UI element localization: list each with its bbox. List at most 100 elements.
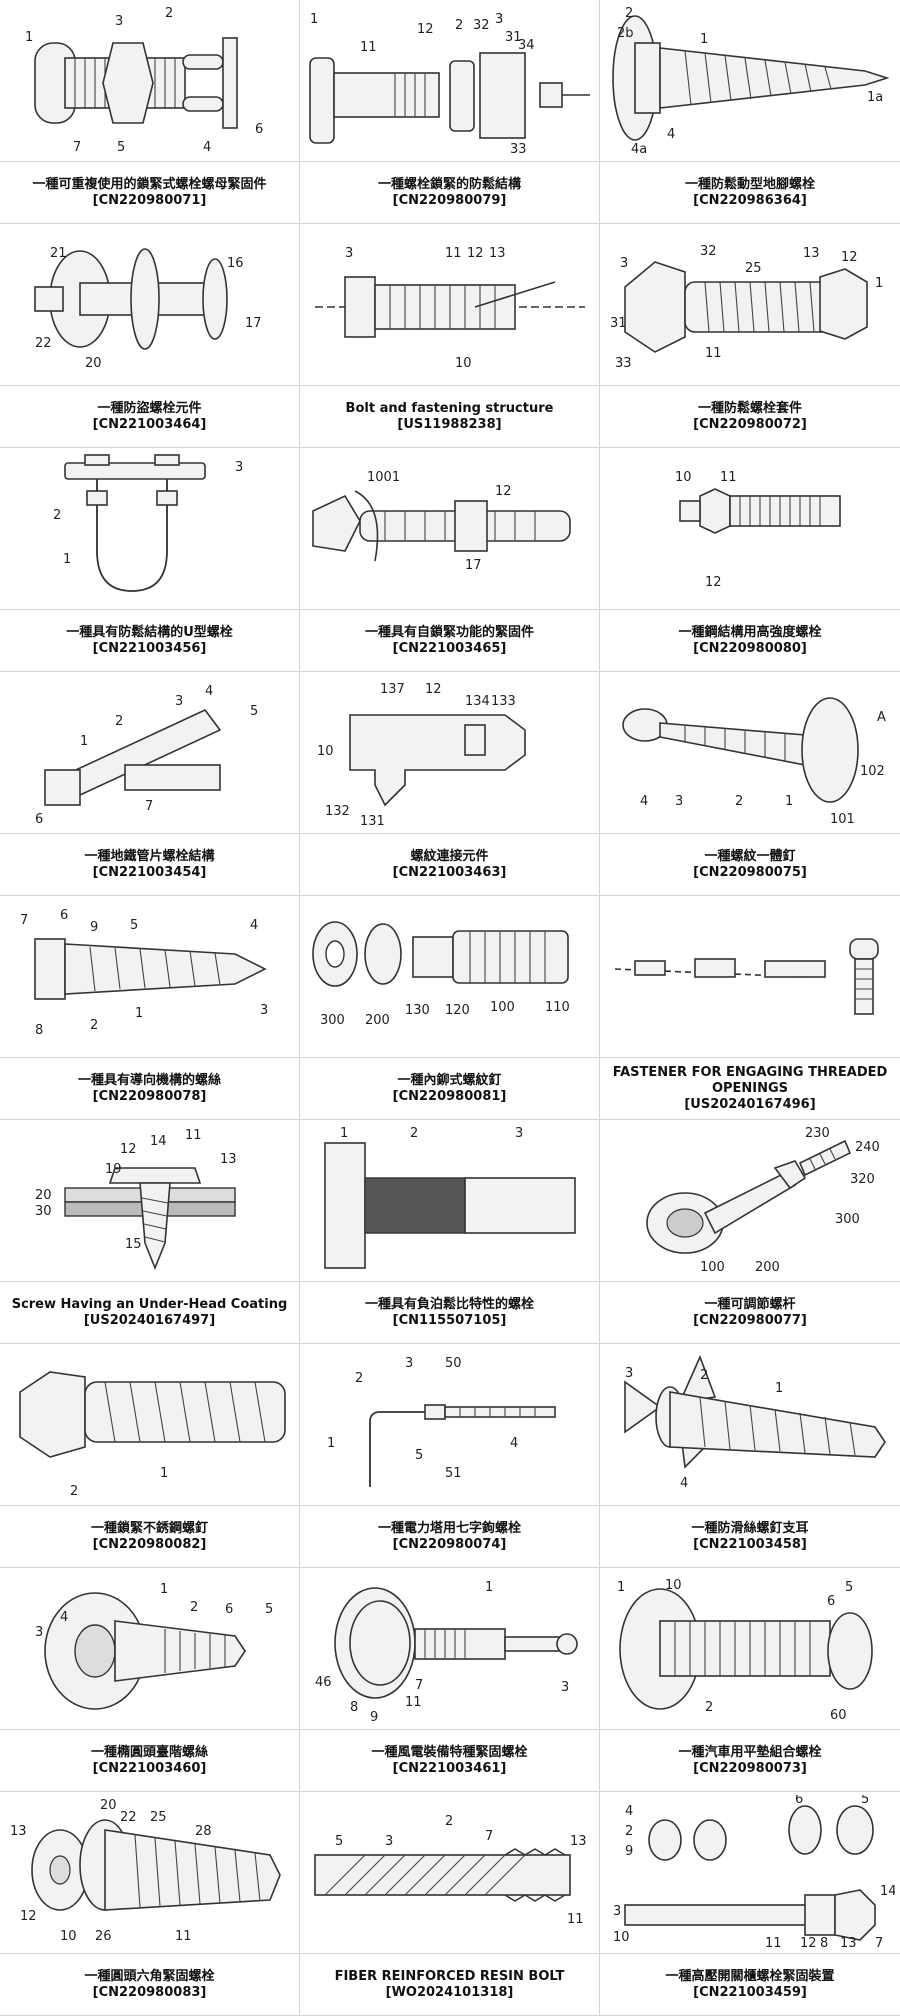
callout: 6 xyxy=(795,1795,803,1807)
callout: 3 xyxy=(561,1680,569,1695)
patent-caption: 一種圓頭六角緊固螺栓 [CN220980083] xyxy=(0,1954,299,2015)
callout: 25 xyxy=(150,1810,167,1825)
callout: 3 xyxy=(620,256,628,271)
patent-number: [US20240167496] xyxy=(684,1097,815,1113)
callout: 1 xyxy=(160,1582,168,1597)
callout: 10 xyxy=(665,1578,682,1593)
callout: 12 xyxy=(841,250,858,265)
callout: 7 xyxy=(485,1829,493,1844)
patent-card[interactable]: A 102 4 3 2 1 101 一種螺紋一體釘 [CN220980075] xyxy=(600,672,900,896)
patent-card[interactable]: 3 2 1 一種具有防鬆結構的U型螺栓 [CN221003456] xyxy=(0,448,300,672)
patent-card[interactable]: 1 2 3 4 5 6 7 一種可重複使用的鎖緊式螺栓螺母緊固件 [CN2209… xyxy=(0,0,300,224)
callout: 1 xyxy=(617,1580,625,1595)
patent-card[interactable]: 21 22 16 17 20 一種防盜螺栓元件 [CN221003464] xyxy=(0,224,300,448)
patent-title: 一種防鬆螺栓套件 xyxy=(698,401,802,417)
patent-card[interactable]: FASTENER FOR ENGAGING THREADED OPENINGS … xyxy=(600,896,900,1120)
callout: 1 xyxy=(310,12,318,27)
patent-title: 一種具有防鬆結構的U型螺栓 xyxy=(66,625,233,641)
patent-card[interactable]: 3 11 12 13 10 Bolt and fastening structu… xyxy=(300,224,600,448)
callout: 11 xyxy=(445,246,462,261)
patent-card[interactable]: 12 14 11 13 19 20 30 15 Screw Having an … xyxy=(0,1120,300,1344)
callout: 1 xyxy=(25,30,33,45)
patent-drawing: 230 240 320 300 100 200 xyxy=(600,1120,900,1282)
patent-card[interactable]: 10 11 12 一種鋼結構用高強度螺栓 [CN220980080] xyxy=(600,448,900,672)
patent-card[interactable]: 300 200 130 120 100 110 一種內鉚式螺紋釘 [CN2209… xyxy=(300,896,600,1120)
patent-title: 一種螺紋一體釘 xyxy=(704,849,795,865)
patent-number: [CN221003461] xyxy=(393,1761,507,1777)
patent-drawing: 137 12 134 133 10 132 131 xyxy=(300,672,599,834)
patent-caption: Screw Having an Under-Head Coating [US20… xyxy=(0,1282,299,1343)
patent-card[interactable]: 4 2 9 6 5 14 3 10 11 12 8 13 7 一種高壓開關櫃螺栓… xyxy=(600,1792,900,2016)
callout: 2 xyxy=(115,714,123,729)
callout: 12 xyxy=(800,1936,817,1950)
callout: 4a xyxy=(631,142,647,157)
patent-card[interactable]: 137 12 134 133 10 132 131 螺紋連接元件 [CN2210… xyxy=(300,672,600,896)
callout: 2 xyxy=(735,794,743,809)
patent-number: [US20240167497] xyxy=(84,1313,215,1329)
patent-number: [CN220980078] xyxy=(93,1089,207,1105)
callout: 13 xyxy=(10,1824,27,1839)
patent-title: 一種風電裝備特種緊固螺栓 xyxy=(371,1745,527,1761)
patent-title: 一種螺栓鎖緊的防鬆結構 xyxy=(378,177,521,193)
callout: 6 xyxy=(255,122,263,137)
callout: 1 xyxy=(785,794,793,809)
patent-caption: 一種防鬆動型地腳螺栓 [CN220986364] xyxy=(600,162,900,223)
patent-caption: 一種地鐵管片螺栓結構 [CN221003454] xyxy=(0,834,299,895)
callout: 5 xyxy=(845,1580,853,1595)
callout: 4 xyxy=(250,918,258,933)
patent-card[interactable]: 3 32 25 13 12 31 33 11 1 一種防鬆螺栓套件 [CN220… xyxy=(600,224,900,448)
patent-card[interactable]: 230 240 320 300 100 200 一種可調節螺杆 [CN22098… xyxy=(600,1120,900,1344)
callout: 4 xyxy=(60,1610,68,1625)
patent-card[interactable]: 1 2 3 一種具有負泊鬆比特性的螺栓 [CN115507105] xyxy=(300,1120,600,1344)
patent-card[interactable]: 1 46 8 9 11 7 3 一種風電裝備特種緊固螺栓 [CN22100346… xyxy=(300,1568,600,1792)
callout: 31 xyxy=(610,316,627,331)
callout: 10 xyxy=(317,744,334,759)
patent-caption: 一種風電裝備特種緊固螺栓 [CN221003461] xyxy=(300,1730,599,1791)
callout: 3 xyxy=(35,1625,43,1640)
patent-card[interactable]: 1 11 12 2 32 3 31 34 33 一種螺栓鎖緊的防鬆結構 [CN2… xyxy=(300,0,600,224)
callout: 1 xyxy=(135,1006,143,1021)
patent-caption: 一種具有防鬆結構的U型螺栓 [CN221003456] xyxy=(0,610,299,671)
patent-card[interactable]: 20 22 25 28 13 12 10 26 11 一種圓頭六角緊固螺栓 [C… xyxy=(0,1792,300,2016)
callout: 4 xyxy=(510,1436,518,1451)
patent-card[interactable]: 2 1 一種鎖緊不銹鋼螺釘 [CN220980082] xyxy=(0,1344,300,1568)
callout: 1 xyxy=(485,1580,493,1595)
patent-drawing: 2 5 3 7 13 11 xyxy=(300,1792,599,1954)
patent-card[interactable]: 1001 12 17 一種具有自鎖緊功能的緊固件 [CN221003465] xyxy=(300,448,600,672)
callout: 5 xyxy=(335,1834,343,1849)
patent-number: [CN220980082] xyxy=(93,1537,207,1553)
patent-title: 一種地鐵管片螺栓結構 xyxy=(84,849,214,865)
patent-drawing: 1 11 12 2 32 3 31 34 33 xyxy=(300,0,599,162)
patent-drawing: 3 2 1 4 xyxy=(600,1344,900,1506)
callout: 320 xyxy=(850,1172,875,1187)
patent-card[interactable]: 2 4 2b 1 1a 4a 一種防鬆動型地腳螺栓 [CN220986364] xyxy=(600,0,900,224)
patent-title: 螺紋連接元件 xyxy=(410,849,488,865)
patent-number: [CN220980077] xyxy=(693,1313,807,1329)
patent-number: [CN220980079] xyxy=(393,193,507,209)
patent-caption: 一種橢圓頭臺階螺絲 [CN221003460] xyxy=(0,1730,299,1791)
callout: 11 xyxy=(175,1929,192,1944)
patent-card[interactable]: 2 5 3 7 13 11 FIBER REINFORCED RESIN BOL… xyxy=(300,1792,600,2016)
callout: 20 xyxy=(100,1798,117,1813)
patent-card[interactable]: 2 3 50 5 51 4 1 一種電力塔用七字鉤螺栓 [CN220980074… xyxy=(300,1344,600,1568)
patent-number: [CN220980083] xyxy=(93,1985,207,2001)
callout: 46 xyxy=(315,1675,332,1690)
callout: 3 xyxy=(260,1003,268,1018)
patent-card[interactable]: 3 2 1 4 一種防滑絲螺釘支耳 [CN221003458] xyxy=(600,1344,900,1568)
patent-number: [CN221003464] xyxy=(93,417,207,433)
callout: 2 xyxy=(410,1126,418,1141)
patent-caption: 一種具有負泊鬆比特性的螺栓 [CN115507105] xyxy=(300,1282,599,1343)
patent-card[interactable]: 1 10 5 6 2 60 一種汽車用平墊組合螺栓 [CN220980073] xyxy=(600,1568,900,1792)
patent-number: [CN221003454] xyxy=(93,865,207,881)
patent-card[interactable]: 4 5 3 2 1 6 7 一種地鐵管片螺栓結構 [CN221003454] xyxy=(0,672,300,896)
callout: 9 xyxy=(370,1710,378,1725)
patent-caption: 一種防盜螺栓元件 [CN221003464] xyxy=(0,386,299,447)
callout: 22 xyxy=(120,1810,137,1825)
callout: 102 xyxy=(860,764,885,779)
callout: 100 xyxy=(490,1000,515,1015)
patent-title: FASTENER FOR ENGAGING THREADED OPENINGS xyxy=(606,1065,894,1097)
patent-card[interactable]: 7 6 9 5 4 8 2 1 3 一種具有導向機構的螺絲 [CN2209800… xyxy=(0,896,300,1120)
patent-caption: 一種具有自鎖緊功能的緊固件 [CN221003465] xyxy=(300,610,599,671)
patent-card[interactable]: 1 2 6 5 3 4 一種橢圓頭臺階螺絲 [CN221003460] xyxy=(0,1568,300,1792)
callout: 2 xyxy=(165,6,173,21)
